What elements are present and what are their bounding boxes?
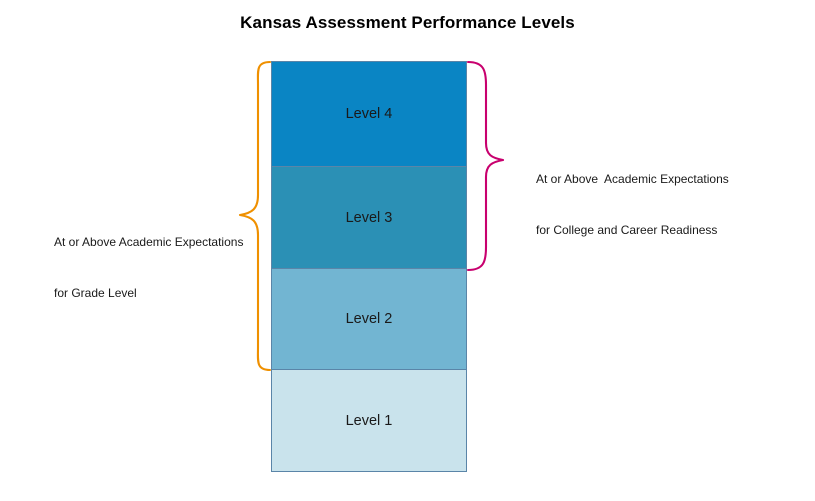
grade-level-brace-icon: [238, 60, 272, 372]
college-career-annotation-line1: At or Above Academic Expectations: [536, 172, 729, 186]
level-band-4-label: Level 4: [345, 106, 393, 123]
performance-level-column: Level 4 Level 3 Level 2 Level 1: [271, 61, 467, 472]
level-band-2-label: Level 2: [345, 311, 393, 328]
level-band-1-label: Level 1: [345, 412, 393, 429]
grade-level-annotation: At or Above Academic Expectations for Gr…: [54, 200, 243, 319]
college-career-annotation: At or Above Academic Expectations for Co…: [536, 137, 729, 256]
level-band-3-label: Level 3: [345, 209, 393, 226]
page-title: Kansas Assessment Performance Levels: [240, 13, 575, 32]
level-band-2[interactable]: Level 2: [272, 268, 466, 371]
college-career-brace-icon: [466, 60, 505, 272]
level-band-3[interactable]: Level 3: [272, 167, 466, 269]
grade-level-annotation-line2: for Grade Level: [54, 286, 137, 300]
level-band-4[interactable]: Level 4: [272, 62, 466, 168]
college-career-annotation-line2: for College and Career Readiness: [536, 223, 718, 237]
level-band-1[interactable]: Level 1: [272, 370, 466, 471]
grade-level-annotation-line1: At or Above Academic Expectations: [54, 235, 244, 249]
